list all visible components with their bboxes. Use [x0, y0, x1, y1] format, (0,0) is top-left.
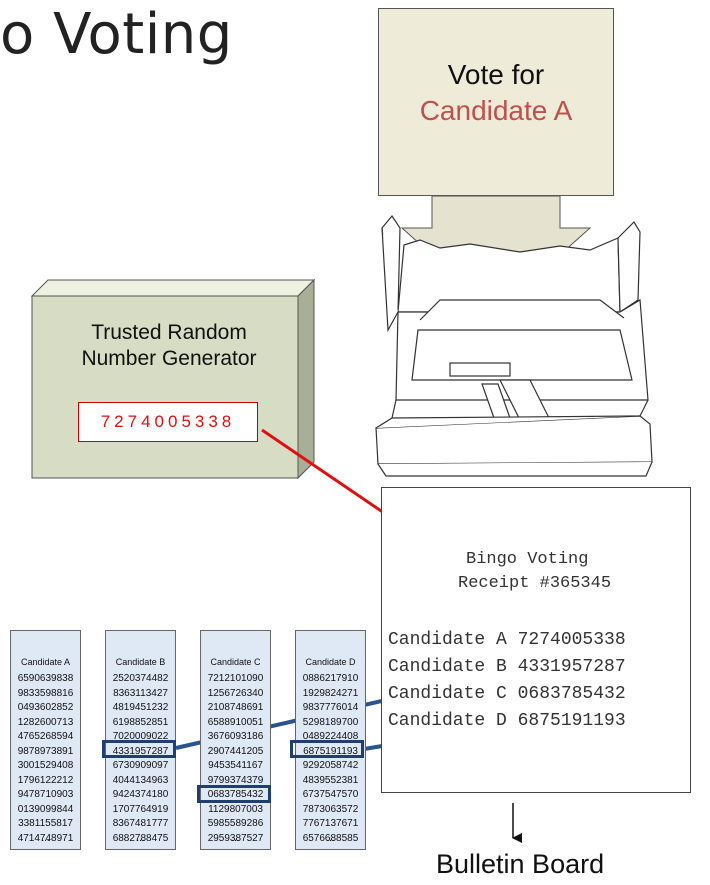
rng-number-display: 7274005338: [78, 402, 258, 442]
column-value: 2907441205: [207, 745, 264, 757]
column-value: 1929824271: [302, 687, 359, 699]
column-value: 5985589286: [207, 818, 264, 829]
receipt-title: Bingo Voting: [466, 550, 589, 569]
column-header: Candidate C: [210, 657, 261, 667]
column-value: 7767137671: [302, 818, 359, 829]
column-value: 0139099844: [17, 803, 74, 815]
column-value: 4714748971: [17, 832, 74, 844]
highlight-candidate-b: [102, 740, 176, 758]
column-value: 9478710903: [17, 789, 74, 800]
voting-booth-drawing: [375, 214, 653, 477]
candidate-column-a: Candidate A 6590639838 9833598816 049360285…: [10, 630, 81, 850]
receipt-line-a: Candidate A 7274005338: [388, 630, 626, 650]
column-value: 5298189700: [302, 716, 359, 728]
vote-box-line2: Candidate A: [419, 95, 573, 126]
column-value: 1707764919: [112, 803, 169, 815]
receipt-number: Receipt #365345: [458, 574, 612, 593]
receipt-line-d: Candidate D 6875191193: [388, 711, 626, 731]
column-header: Candidate D: [305, 657, 356, 667]
column-value: 7212101090: [207, 673, 264, 684]
column-value: 0493602852: [17, 702, 74, 713]
slide-title: o Voting: [0, 2, 233, 67]
column-value: 6590639838: [17, 673, 74, 684]
bulletin-board-label: Bulletin Board: [436, 849, 605, 879]
column-value: 3381155817: [18, 818, 73, 829]
column-value: 2520374482: [112, 673, 169, 684]
column-value: 0886217910: [302, 673, 359, 684]
column-value: 6875191193: [303, 745, 358, 757]
column-value: 7873063572: [302, 803, 359, 815]
column-value: 4839552381: [302, 774, 359, 786]
receipt-line-b: Candidate B 4331957287: [388, 657, 626, 677]
vote-box: Vote for Candidate A: [378, 8, 614, 196]
column-value: 4331957287: [112, 745, 169, 757]
column-value: 6588910051: [207, 716, 264, 728]
rng-label-line1: Trusted Random: [91, 321, 247, 344]
column-value: 9837776014: [302, 702, 359, 713]
column-value: 6737547570: [302, 789, 359, 800]
column-value: 4765268594: [17, 731, 74, 742]
column-ellipsis: ...: [136, 833, 145, 844]
column-ellipsis: ...: [231, 833, 240, 844]
column-header: Candidate A: [20, 657, 71, 667]
column-ellipsis: ...: [41, 833, 50, 844]
vote-box-line1: Vote for: [447, 59, 545, 90]
column-value: 1129807003: [208, 803, 263, 815]
column-value: 0683785432: [207, 789, 264, 800]
receipt: [381, 487, 691, 793]
highlight-candidate-d: [290, 740, 364, 758]
column-value: 7020009022: [112, 731, 169, 742]
column-value: 9453541167: [208, 760, 263, 771]
column-value: 1282600713: [17, 716, 74, 728]
column-value: 6730909097: [112, 760, 169, 771]
column-value: 4044134963: [112, 774, 169, 786]
column-value: 8363113427: [113, 687, 168, 699]
column-value: 6882788475: [112, 832, 169, 844]
column-value: 1256726340: [207, 687, 264, 699]
column-header: Candidate B: [115, 657, 166, 667]
rng-label: Trusted Random Number Generator: [54, 320, 284, 372]
column-value: 1796122212: [17, 774, 74, 786]
candidate-column-c: Candidate C 7212101090 1256726340 210874869…: [200, 630, 271, 850]
column-value: 3001529408: [17, 760, 74, 771]
column-value: 8367481777: [112, 818, 169, 829]
column-value: 9292058742: [302, 760, 359, 771]
column-value: 6576688585: [302, 832, 359, 844]
column-value: 3676093186: [207, 731, 264, 742]
column-value: 9878973891: [17, 745, 74, 757]
column-value: 4819451232: [112, 702, 169, 713]
column-value: 0489224408: [302, 731, 359, 742]
rng-box: [30, 278, 316, 480]
column-value: 9424374180: [112, 789, 169, 800]
column-ellipsis: ...: [326, 833, 335, 844]
receipt-line-c: Candidate C 0683785432: [388, 684, 626, 704]
column-value: 9833598816: [17, 687, 74, 699]
column-value: 9799374379: [207, 774, 264, 786]
highlight-candidate-c: [197, 785, 271, 803]
column-value: 6198852851: [112, 716, 169, 728]
column-value: 2959387527: [207, 832, 264, 844]
rng-label-line2: Number Generator: [81, 347, 257, 370]
column-value: 2108748691: [207, 702, 264, 713]
